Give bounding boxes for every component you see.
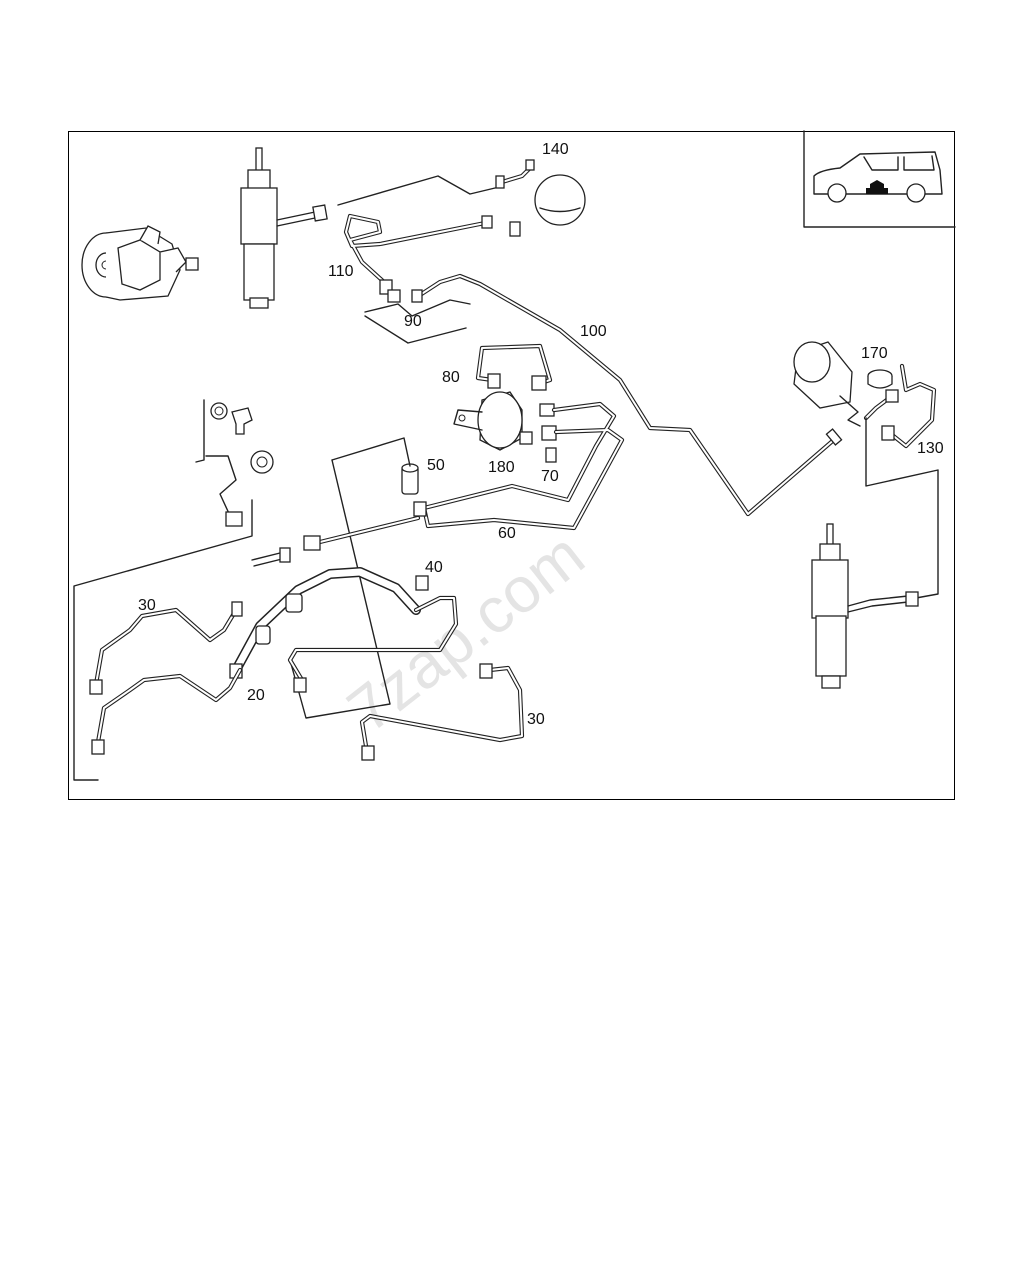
callout-60: 60 bbox=[498, 525, 516, 542]
callout-130: 130 bbox=[917, 440, 944, 457]
callout-110: 110 bbox=[328, 263, 354, 280]
leader-line bbox=[865, 417, 939, 599]
diagram-frame bbox=[68, 131, 955, 800]
callout-40: 40 bbox=[425, 559, 443, 576]
pressure-accumulator-140 bbox=[495, 159, 586, 237]
callout-30-left: 30 bbox=[138, 597, 156, 614]
reservoir-170-assembly bbox=[793, 341, 937, 449]
watermark: 7zap.com bbox=[334, 518, 597, 746]
hose-pump bbox=[225, 511, 243, 527]
line-30-left bbox=[89, 601, 243, 755]
supply-line bbox=[251, 515, 421, 567]
callout-80: 80 bbox=[442, 369, 460, 386]
callout-50: 50 bbox=[427, 457, 445, 474]
line-100 bbox=[411, 273, 843, 517]
callout-70: 70 bbox=[541, 468, 559, 485]
line-60 bbox=[413, 401, 625, 531]
line-30-right bbox=[359, 663, 525, 761]
callout-140: 140 bbox=[542, 141, 569, 158]
car-silhouette-icon bbox=[813, 151, 943, 203]
leader-line bbox=[73, 499, 253, 781]
bolt-and-seal bbox=[210, 402, 274, 474]
callout-100: 100 bbox=[580, 323, 607, 340]
vehicle-orientation-inset bbox=[803, 130, 956, 228]
right-suspension-strut bbox=[811, 523, 919, 689]
leader-line bbox=[364, 299, 471, 317]
hose-20 bbox=[229, 567, 459, 693]
callout-20: 20 bbox=[247, 687, 265, 704]
valve-block-180 bbox=[453, 391, 533, 451]
callout-90: 90 bbox=[404, 313, 422, 330]
upper-left-suspension-strut bbox=[240, 147, 328, 309]
leader-line bbox=[331, 437, 411, 467]
hydraulic-pump bbox=[81, 225, 199, 301]
leader-line bbox=[364, 315, 467, 344]
leader-line bbox=[205, 455, 237, 521]
leader-line bbox=[195, 399, 205, 463]
line-110 bbox=[343, 213, 493, 303]
union-70 bbox=[539, 403, 557, 463]
callout-170: 170 bbox=[861, 345, 888, 362]
forward-arrow-icon bbox=[866, 180, 888, 194]
callout-180: 180 bbox=[488, 459, 515, 476]
fitting-40 bbox=[415, 575, 429, 591]
leader-line bbox=[337, 175, 496, 206]
callout-30-right: 30 bbox=[527, 711, 545, 728]
fitting-50 bbox=[401, 463, 419, 495]
line-80 bbox=[475, 343, 553, 391]
